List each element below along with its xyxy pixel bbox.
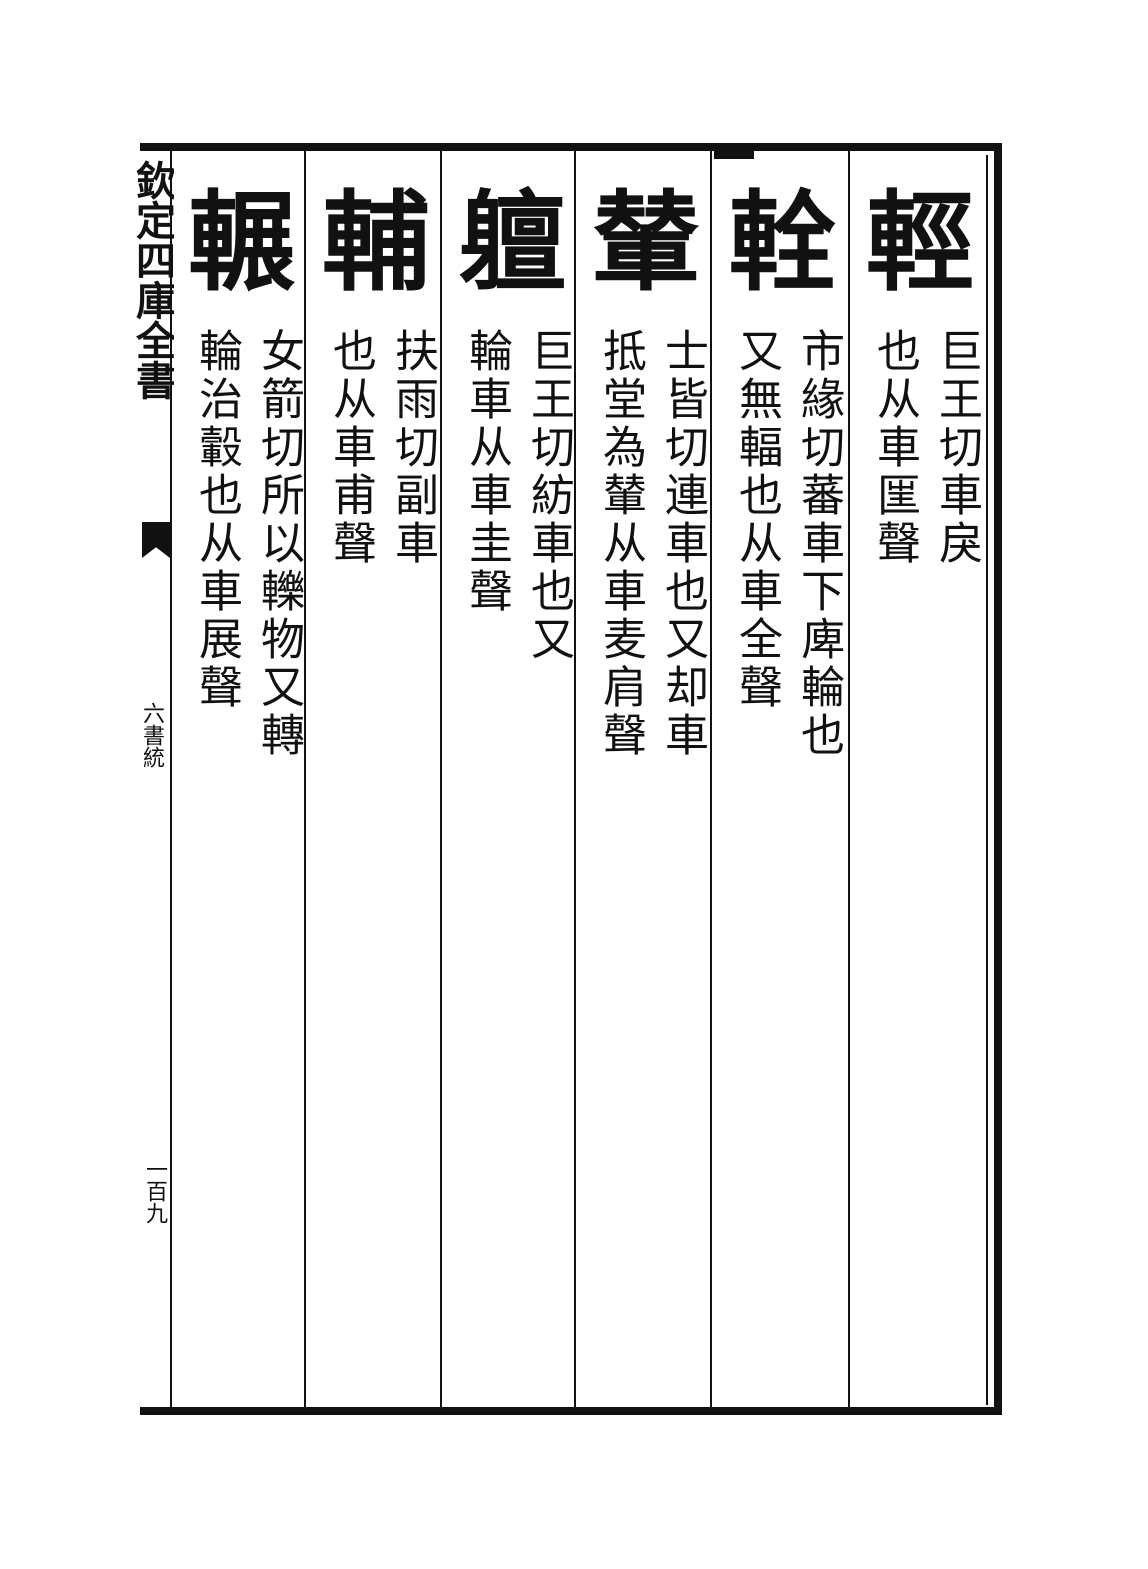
page-frame — [140, 143, 1002, 1415]
seal-character: 輔 — [321, 180, 430, 306]
note-line: 扶雨切副車 — [387, 328, 438, 568]
note-line: 市緣切蕃車下庳輪也 — [793, 328, 844, 760]
seal-character: 輕 — [865, 180, 974, 306]
note-line: 輪治轂也从車展聲 — [191, 328, 242, 712]
column-divider — [848, 151, 850, 1407]
seal-character: 輾 — [187, 180, 296, 306]
note-line: 又無輻也从車全聲 — [731, 328, 782, 712]
margin-book-title: 欽定四庫全書 — [129, 160, 174, 400]
seal-character: 輇 — [727, 180, 836, 306]
note-line: 巨王切車戾 — [931, 328, 982, 568]
column-divider — [710, 151, 712, 1407]
note-line: 也从車匩聲 — [869, 328, 920, 568]
entry-column: 輔 扶雨切副車 也从車甫聲 — [308, 160, 444, 1400]
margin-subtitle: 六書統 — [139, 702, 164, 768]
top-notch-mark — [714, 143, 754, 159]
note-line: 女箭切所以轢物又轉 — [253, 328, 304, 760]
frame-inner-rule — [986, 155, 988, 1405]
column-divider — [170, 151, 172, 1407]
seal-character: 輦 — [591, 180, 700, 306]
column-divider — [304, 151, 306, 1407]
column-divider — [440, 151, 442, 1407]
entry-column: 輦 士皆切連車也又却車 抵堂為輦从車麦肩聲 — [578, 160, 714, 1400]
note-line: 抵堂為輦从車麦肩聲 — [595, 328, 646, 760]
note-line: 巨王切紡車也又 — [523, 328, 574, 664]
entry-column: 輕 巨王切車戾 也从車匩聲 — [852, 160, 988, 1400]
note-line: 士皆切連車也又却車 — [657, 328, 708, 760]
margin-page-number: 一百九 — [142, 1158, 167, 1224]
note-line: 輪車从車圭聲 — [461, 328, 512, 616]
entry-column: 輾 女箭切所以轢物又轉 輪治轂也从車展聲 — [174, 160, 310, 1400]
entry-column: 䡀 巨王切紡車也又 輪車从車圭聲 — [444, 160, 580, 1400]
seal-character: 䡀 — [457, 180, 566, 306]
column-divider — [574, 151, 576, 1407]
entry-column: 輇 市緣切蕃車下庳輪也 又無輻也从車全聲 — [714, 160, 850, 1400]
note-line: 也从車甫聲 — [325, 328, 376, 568]
